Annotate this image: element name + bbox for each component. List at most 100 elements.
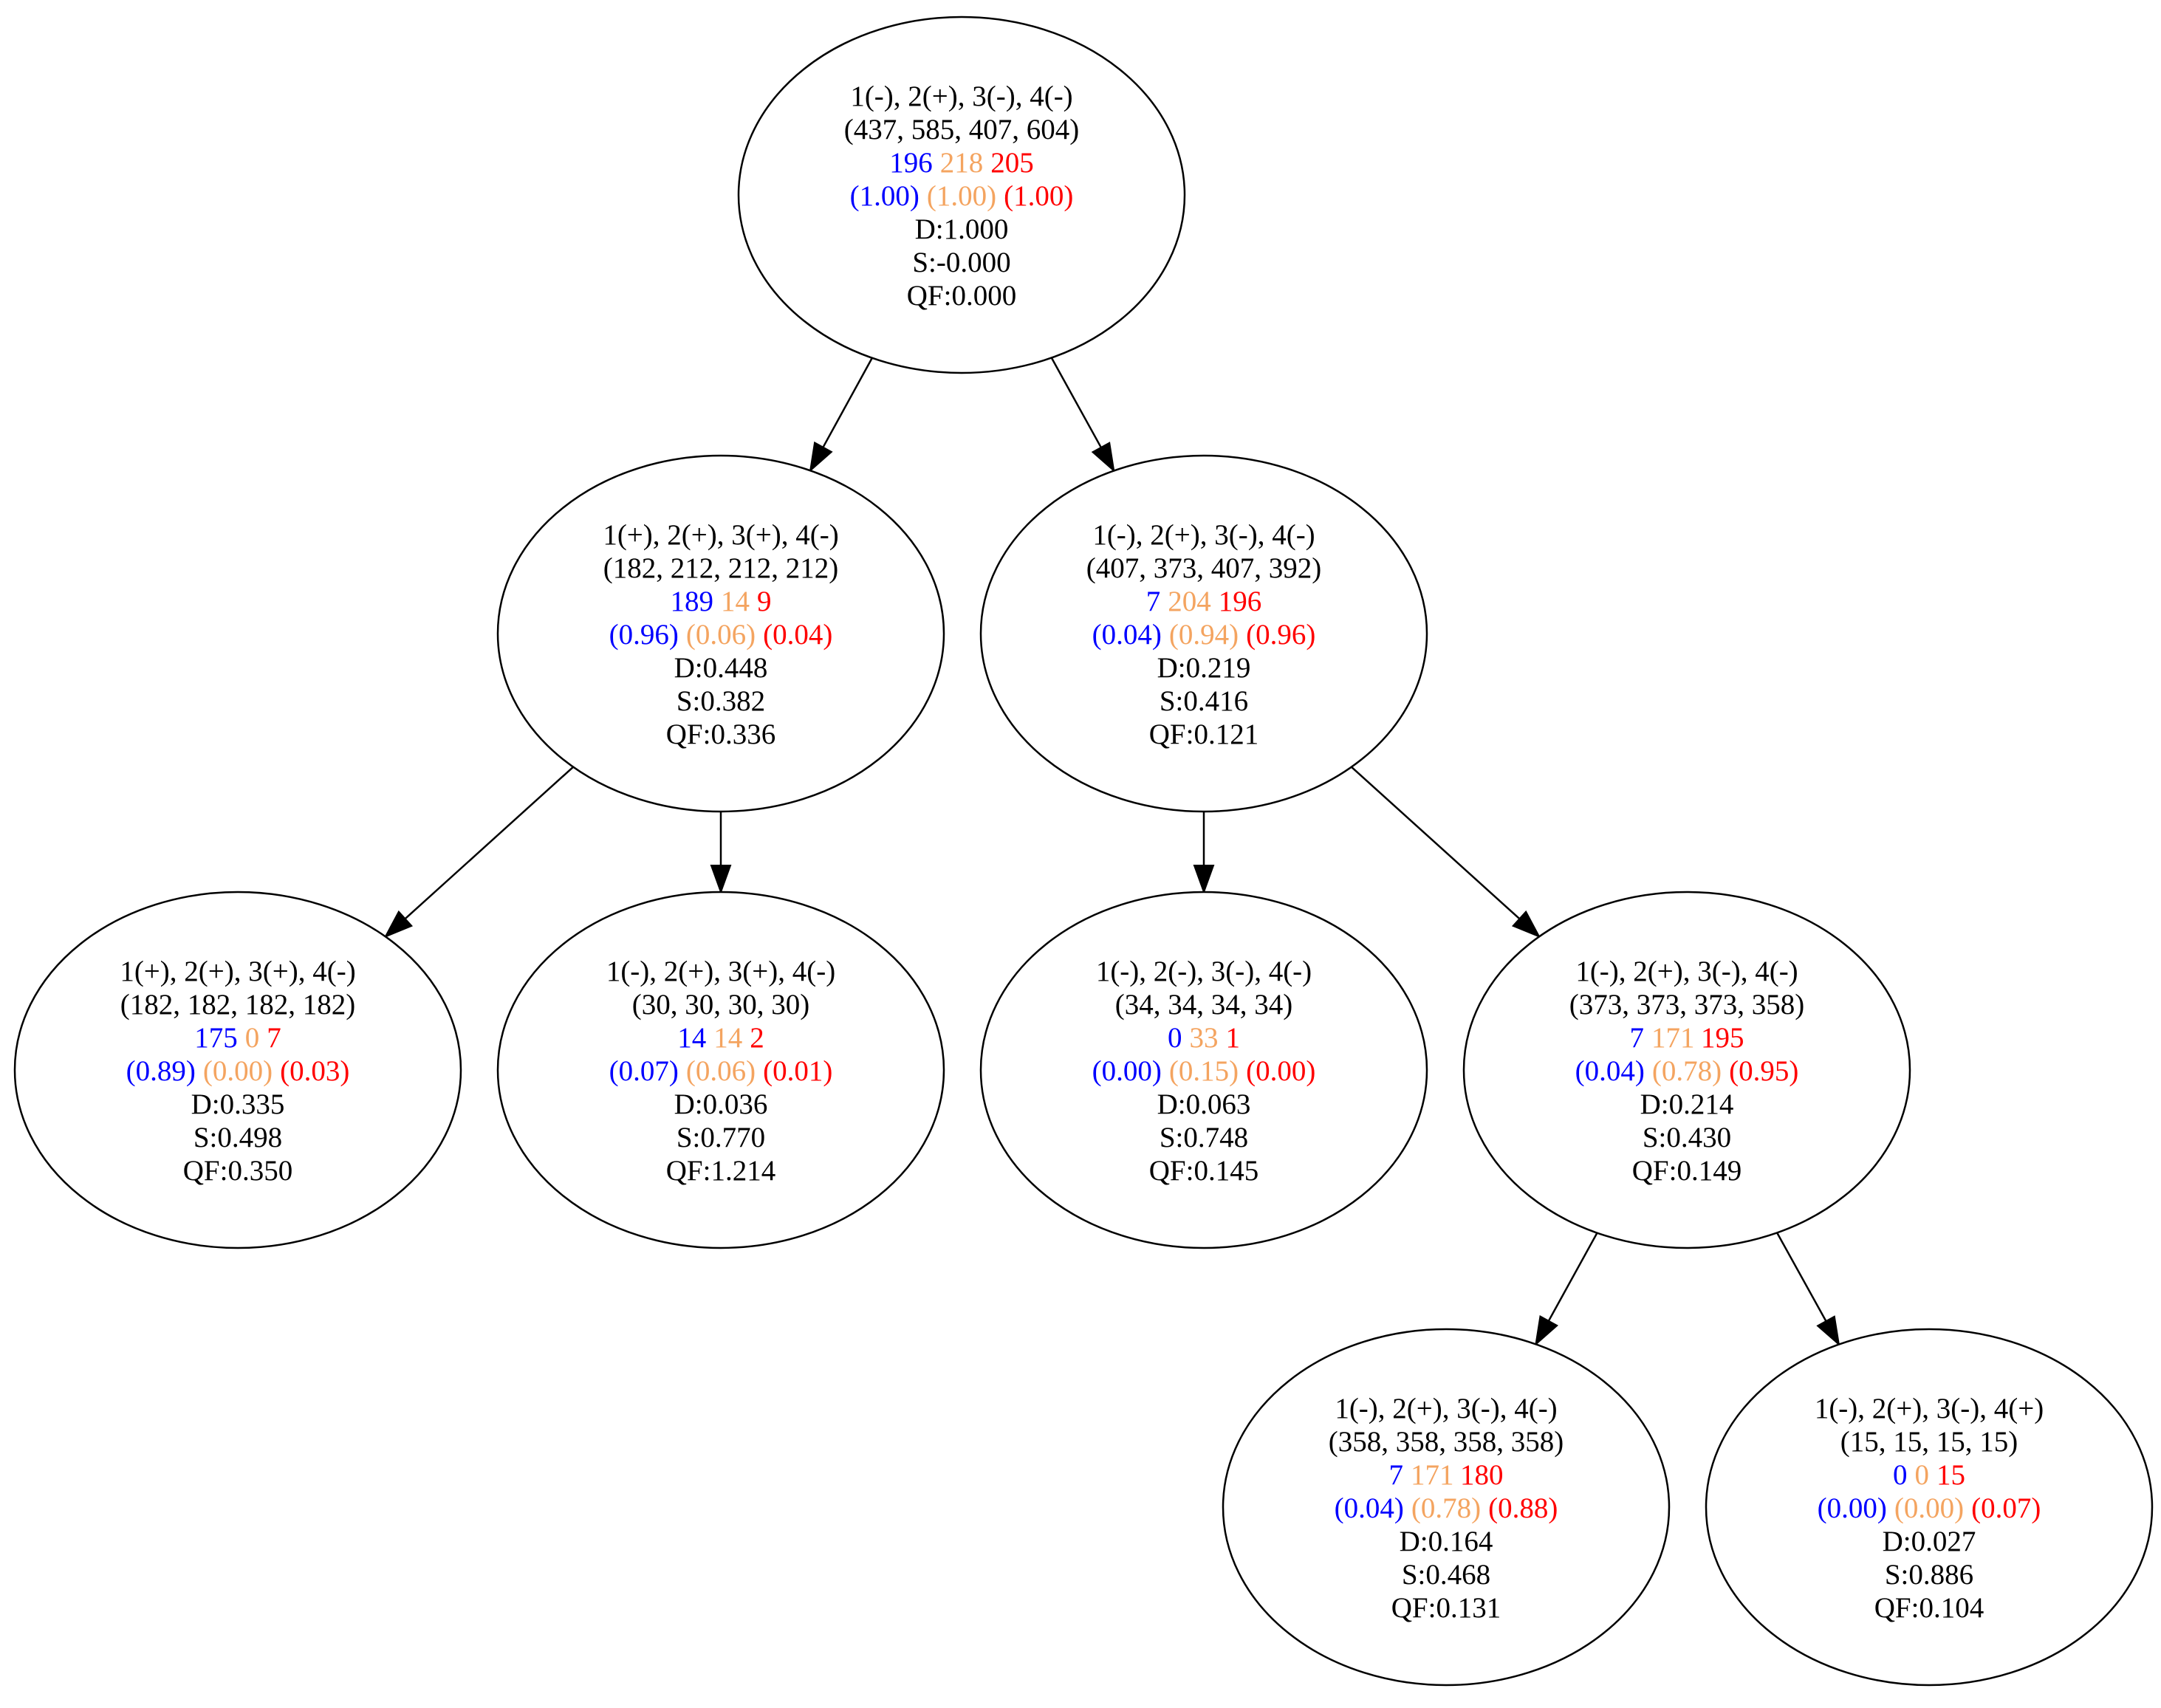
node-counts: (437, 585, 407, 604) xyxy=(844,114,1079,145)
node-ellipse xyxy=(13,891,462,1249)
node-d-value: D:0.164 xyxy=(1400,1526,1493,1557)
node-class-counts-red: 9 xyxy=(757,586,772,617)
node-class-proportions-red: (0.88) xyxy=(1488,1492,1558,1524)
node-s-value: S:0.468 xyxy=(1402,1559,1490,1591)
node-class-proportions: (1.00)(1.00)(1.00) xyxy=(850,180,1074,212)
node-d-value: D:0.214 xyxy=(1640,1088,1734,1120)
node-signs: 1(-), 2(-), 3(-), 4(-) xyxy=(1096,956,1312,987)
tree-node-l3-a: 1(-), 2(+), 3(-), 4(-)(358, 358, 358, 35… xyxy=(1222,1328,1671,1687)
node-qf-value: QF:0.336 xyxy=(666,718,775,750)
node-class-counts-orange: 0 xyxy=(245,1022,260,1054)
edge-l2-d-to-l3-b xyxy=(1776,1232,1840,1347)
edges-layer xyxy=(383,357,1840,1347)
node-class-proportions-orange: (0.06) xyxy=(686,619,756,651)
node-class-counts-blue: 0 xyxy=(1168,1022,1182,1054)
arrowhead xyxy=(1816,1315,1840,1347)
edge-line xyxy=(404,766,574,920)
node-class-counts-blue: 196 xyxy=(889,147,933,179)
node-class-counts-red: 1 xyxy=(1226,1022,1241,1054)
node-class-counts-red: 195 xyxy=(1701,1022,1744,1054)
tree-node-l1-right: 1(-), 2(+), 3(-), 4(-)(407, 373, 407, 39… xyxy=(979,454,1428,813)
node-class-proportions-blue: (0.00) xyxy=(1818,1492,1887,1524)
node-class-counts-blue: 7 xyxy=(1146,586,1161,617)
node-class-proportions-orange: (0.06) xyxy=(686,1055,756,1087)
node-d-value: D:0.063 xyxy=(1157,1088,1251,1120)
node-class-proportions-orange: (1.00) xyxy=(927,180,996,212)
node-counts: (182, 212, 212, 212) xyxy=(603,552,838,584)
node-signs: 1(-), 2(+), 3(+), 4(-) xyxy=(606,956,835,987)
node-qf-value: QF:0.000 xyxy=(907,280,1016,312)
node-class-proportions: (0.00)(0.00)(0.07) xyxy=(1818,1492,2041,1524)
node-class-proportions-red: (0.01) xyxy=(763,1055,832,1087)
arrowhead xyxy=(383,910,414,939)
node-class-proportions-orange: (0.94) xyxy=(1169,619,1239,651)
node-qf-value: QF:0.350 xyxy=(183,1155,292,1187)
node-d-value: D:0.448 xyxy=(674,652,768,684)
node-class-counts-red: 7 xyxy=(267,1022,281,1054)
node-class-counts-red: 15 xyxy=(1936,1459,1965,1491)
node-class-proportions-blue: (0.04) xyxy=(1575,1055,1645,1087)
node-qf-value: QF:0.149 xyxy=(1632,1155,1742,1187)
tree-node-l2-d: 1(-), 2(+), 3(-), 4(-)(373, 373, 373, 35… xyxy=(1462,891,1911,1249)
node-counts: (30, 30, 30, 30) xyxy=(632,989,809,1021)
node-class-counts-blue: 7 xyxy=(1629,1022,1644,1054)
node-class-counts-orange: 218 xyxy=(940,147,984,179)
node-counts: (34, 34, 34, 34) xyxy=(1115,989,1292,1021)
node-ellipse xyxy=(979,454,1428,813)
node-class-counts-blue: 14 xyxy=(677,1022,706,1054)
node-s-value: S:0.770 xyxy=(677,1122,765,1153)
node-qf-value: QF:0.131 xyxy=(1391,1592,1501,1624)
node-class-proportions-blue: (0.04) xyxy=(1092,619,1162,651)
node-d-value: D:0.036 xyxy=(674,1088,768,1120)
arrowhead xyxy=(1091,442,1115,473)
node-class-proportions-blue: (0.96) xyxy=(609,619,679,651)
node-class-counts-orange: 0 xyxy=(1915,1459,1930,1491)
node-s-value: S:0.382 xyxy=(677,685,765,717)
node-class-counts-blue: 0 xyxy=(1893,1459,1908,1491)
node-class-proportions-red: (0.04) xyxy=(763,619,832,651)
edge-root-to-l1-right xyxy=(1050,357,1115,473)
node-class-counts-orange: 171 xyxy=(1411,1459,1453,1491)
node-signs: 1(-), 2(+), 3(-), 4(-) xyxy=(1335,1393,1557,1424)
node-class-proportions-blue: (1.00) xyxy=(850,180,919,212)
edge-l1-right-to-l2-d xyxy=(1351,766,1541,939)
node-ellipse xyxy=(737,16,1186,374)
node-class-proportions-red: (0.95) xyxy=(1729,1055,1798,1087)
node-ellipse xyxy=(1705,1328,2154,1687)
node-counts: (407, 373, 407, 392) xyxy=(1086,552,1321,584)
edge-root-to-l1-left xyxy=(809,357,873,473)
node-class-proportions-orange: (0.15) xyxy=(1169,1055,1239,1087)
node-class-counts-red: 205 xyxy=(990,147,1034,179)
node-signs: 1(-), 2(+), 3(-), 4(-) xyxy=(850,80,1072,112)
edge-line xyxy=(822,357,873,448)
node-class-proportions-blue: (0.00) xyxy=(1092,1055,1162,1087)
node-signs: 1(-), 2(+), 3(-), 4(+) xyxy=(1815,1393,2044,1424)
node-class-counts-orange: 204 xyxy=(1168,586,1211,617)
node-class-proportions: (0.96)(0.06)(0.04) xyxy=(609,619,833,651)
arrowhead xyxy=(809,441,833,473)
node-class-proportions-blue: (0.04) xyxy=(1335,1492,1404,1524)
node-qf-value: QF:0.121 xyxy=(1149,718,1258,750)
node-s-value: S:0.430 xyxy=(1643,1122,1731,1153)
node-class-proportions-red: (0.03) xyxy=(280,1055,349,1087)
node-s-value: S:0.886 xyxy=(1885,1559,1973,1591)
node-ellipse xyxy=(1222,1328,1671,1687)
node-s-value: S:0.498 xyxy=(194,1122,282,1153)
node-class-counts-blue: 189 xyxy=(671,586,714,617)
edge-l1-left-to-l2-b xyxy=(710,812,732,894)
edge-l2-d-to-l3-a xyxy=(1535,1232,1598,1346)
node-qf-value: QF:0.104 xyxy=(1874,1592,1984,1624)
node-class-proportions: (0.04)(0.78)(0.95) xyxy=(1575,1055,1799,1087)
node-class-counts-orange: 33 xyxy=(1190,1022,1219,1054)
tree-node-l2-a: 1(+), 2(+), 3(+), 4(-)(182, 182, 182, 18… xyxy=(13,891,462,1249)
node-signs: 1(-), 2(+), 3(-), 4(-) xyxy=(1575,956,1798,987)
node-class-proportions-orange: (0.00) xyxy=(1894,1492,1964,1524)
node-class-proportions: (0.04)(0.94)(0.96) xyxy=(1092,619,1316,651)
